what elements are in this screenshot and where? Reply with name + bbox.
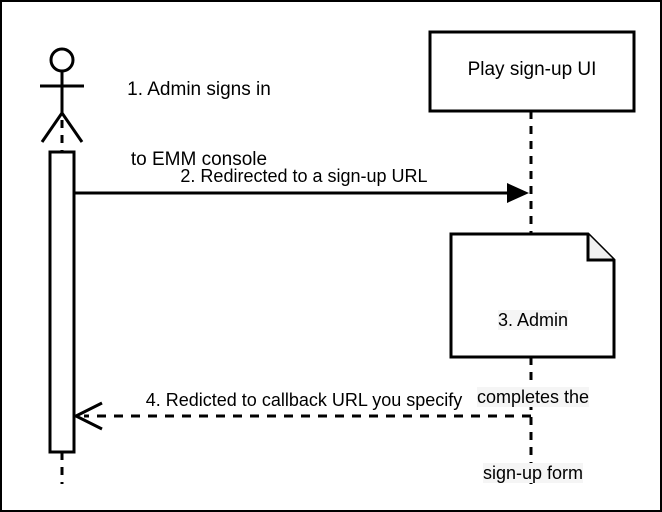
note-3-line-3: sign-up form (482, 463, 584, 484)
actor-stick-figure-icon (40, 47, 84, 143)
actor-caption-line-2: to EMM console (130, 148, 268, 170)
note-3-text: 3. Admin completes the sign-up form (454, 257, 612, 510)
message-4-arrow (72, 401, 531, 431)
note-3-document-shape (449, 232, 616, 359)
message-2-label: 2. Redirected to a sign-up URL (180, 166, 428, 186)
note-3-line-2: completes the (476, 386, 590, 407)
actor-caption: 1. Admin signs in to EMM console (98, 32, 300, 217)
actor-caption-line-1: 1. Admin signs in (127, 79, 271, 101)
message-2-arrow (74, 183, 529, 203)
participant-label-play-sign-up-ui: Play sign-up UI (467, 59, 597, 80)
note-3-line-1: 3. Admin (497, 310, 569, 331)
message-4-label: 4. Redicted to callback URL you specify (145, 390, 463, 410)
actor-activation-bar (48, 150, 76, 454)
participant-box-play-sign-up-ui (428, 30, 636, 113)
